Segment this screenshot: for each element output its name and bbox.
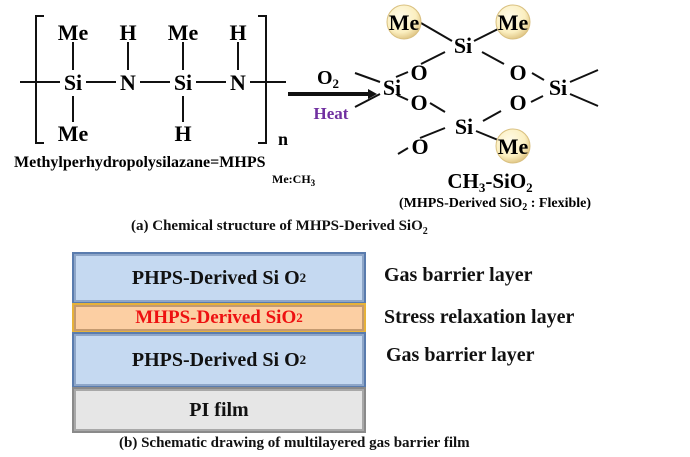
o-atom-4: O bbox=[411, 134, 428, 159]
caption-a: (a) Chemical structure of MHPS-Derived S… bbox=[131, 218, 428, 237]
monomer-name: Methylperhydropolysilazane=MHPS bbox=[14, 154, 266, 171]
product-formula: CH3-SiO2 bbox=[447, 169, 532, 195]
methyl-circle-1 bbox=[495, 4, 531, 40]
backbone-bonds bbox=[20, 42, 286, 122]
side-label-stress-relaxation: Stress relaxation layer bbox=[384, 306, 575, 328]
methyl-circle-2 bbox=[495, 128, 531, 164]
caption-b: (b) Schematic drawing of multilayered ga… bbox=[119, 435, 470, 451]
layer-label: PHPS-Derived Si O bbox=[131, 266, 300, 289]
si-atom-right: Si bbox=[549, 75, 567, 100]
repeat-unit-brackets bbox=[35, 15, 267, 144]
arrow-reagent: O2 bbox=[317, 67, 339, 91]
product-bonds bbox=[354, 22, 599, 155]
o-atom-3: O bbox=[509, 90, 526, 115]
right-bracket bbox=[258, 15, 267, 144]
atom-bottom-1: H bbox=[174, 121, 191, 146]
atom-top-2: Me bbox=[168, 20, 199, 45]
si-atom-left: Si bbox=[383, 75, 401, 100]
layer-pi-film: PI film bbox=[72, 387, 366, 433]
reaction-arrow bbox=[288, 89, 377, 99]
layer-label: PHPS-Derived Si O bbox=[131, 348, 300, 371]
layer-label: MHPS-Derived SiO bbox=[135, 307, 297, 328]
atom-backbone-2: Si bbox=[174, 70, 192, 95]
layer-label: PI film bbox=[189, 398, 249, 421]
left-bracket bbox=[35, 15, 44, 144]
atom-backbone-1: N bbox=[120, 70, 136, 95]
methyl-group-0: Me bbox=[389, 10, 420, 35]
methyl-circle-0 bbox=[386, 4, 422, 40]
side-label-gas-barrier-top: Gas barrier layer bbox=[384, 264, 533, 286]
o-atom-2: O bbox=[410, 90, 427, 115]
repeat-subscript: n bbox=[278, 129, 288, 149]
chemical-structure-diagram: Me H Me H Si N Si N Me H n O2 Heat Me Me… bbox=[14, 4, 599, 213]
atom-bottom-0: Me bbox=[58, 121, 89, 146]
methyl-group-1: Me bbox=[498, 10, 529, 35]
si-atom-top: Si bbox=[454, 33, 472, 58]
si-atom-bottom: Si bbox=[455, 114, 473, 139]
o-atom-0: O bbox=[410, 60, 427, 85]
atom-top-0: Me bbox=[58, 20, 89, 45]
me-abbreviation-note: Me:CH3 bbox=[272, 172, 316, 188]
arrow-condition: Heat bbox=[314, 104, 349, 123]
side-label-gas-barrier-bottom: Gas barrier layer bbox=[386, 344, 535, 366]
product-note: (MHPS-Derived SiO2 : Flexible) bbox=[399, 196, 591, 213]
atom-top-1: H bbox=[119, 20, 136, 45]
atom-backbone-0: Si bbox=[64, 70, 82, 95]
atom-backbone-3: N bbox=[230, 70, 246, 95]
methyl-group-2: Me bbox=[498, 134, 529, 159]
atom-top-3: H bbox=[229, 20, 246, 45]
o-atom-1: O bbox=[509, 60, 526, 85]
